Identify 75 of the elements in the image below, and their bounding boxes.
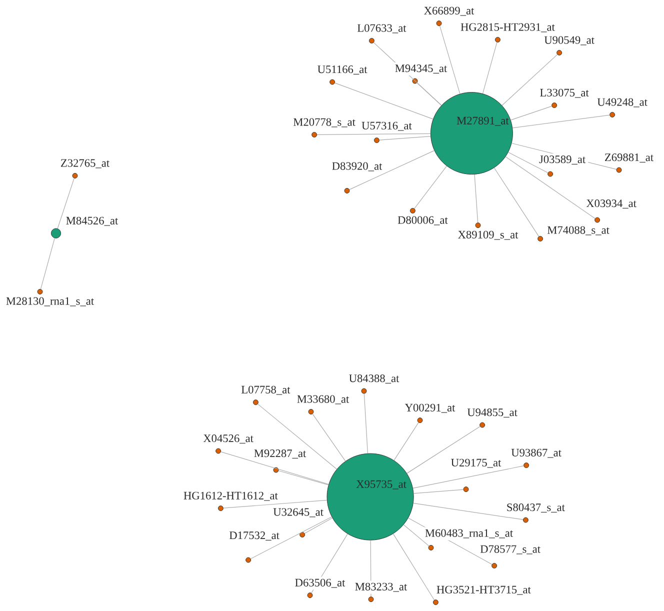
node-label: HG1612-HT1612_at [184,492,278,501]
node-label: Y00291_at [404,404,456,413]
node-label: M83233_at [355,582,408,592]
node-label: X04526_at [203,434,254,444]
node-label: M94345_at [395,64,448,74]
edge-line [403,524,430,546]
node-label: L07633_at [357,24,406,34]
node-label: U49248_at [597,98,648,108]
node-label: S80437_s_at [507,504,565,512]
node-label: U90549_at [544,36,594,46]
node-label: D78577_s_at [480,545,540,554]
node-label: M74088_s_at [547,226,610,236]
edge-line [258,404,338,470]
edge-line [312,414,346,462]
edge-line [370,540,372,597]
node-label: U94855_at [467,408,518,418]
edge-line [510,106,552,120]
edge-line [508,152,548,174]
edge-line [511,142,617,170]
edge-line [304,518,333,534]
node-label: J03589_at [539,156,586,164]
edge-line [414,166,447,209]
node-label: HG3521-HT3715_at [436,586,531,595]
node-label: U32645_at [273,508,324,518]
edge-line [316,133,431,135]
edge-line [406,426,480,474]
node-label: Z32765_at [61,159,110,168]
edge-line [413,502,524,520]
edge-line [250,516,332,560]
node-label: L07758_at [241,386,290,395]
edge-line [373,42,442,106]
node-label: U93867_at [511,448,562,458]
node-label: U29175_at [451,458,502,468]
node-label: U57316_at [362,122,412,131]
edge-line [439,26,460,94]
edge-line [223,500,328,508]
node-label: M60483_rna1_s_at [425,529,513,538]
node-label: M33680_at [297,395,350,404]
edge-line [379,136,431,140]
edge-line [505,156,596,219]
edge-line [494,168,540,237]
node-label: M28130_rna1_s_at [6,297,94,306]
node-label: HG2815-HT2931_at [460,23,555,32]
edge-line [364,393,368,454]
edge-line [40,238,55,290]
edge-line [311,534,348,594]
edge-line [408,518,492,565]
node-label: D17532_at [229,532,280,540]
edge-line [334,82,434,120]
node-label: U84388_at [349,374,400,384]
edge-line [416,82,442,106]
node-label: M20778_s_at [293,118,356,128]
node-label: X66899_at [424,6,474,16]
node-label: L33075_at [540,88,589,98]
node-label: M92287_at [254,450,306,458]
edge-line [392,534,435,600]
edge-line [412,466,524,488]
node-label: U51166_at [318,66,368,74]
edge-line [394,422,419,461]
node-label: X89109_s_at [458,230,518,240]
node-label: D80006_at [398,216,448,226]
node-label: D63506_at [295,578,346,588]
edge-line [502,54,558,106]
edge-line [278,470,329,486]
edge-line [349,150,435,190]
edge-line [57,178,74,229]
edge-line [474,174,478,223]
edge-line [482,42,498,94]
edge-line [220,452,329,485]
edge-line [413,489,464,494]
node-label: M84526_at [66,216,118,226]
node-label: D83920_at [332,162,382,172]
node-label: Z69881_at [605,154,654,162]
node-label: X03934_at [586,200,636,208]
edge-line [512,114,610,128]
